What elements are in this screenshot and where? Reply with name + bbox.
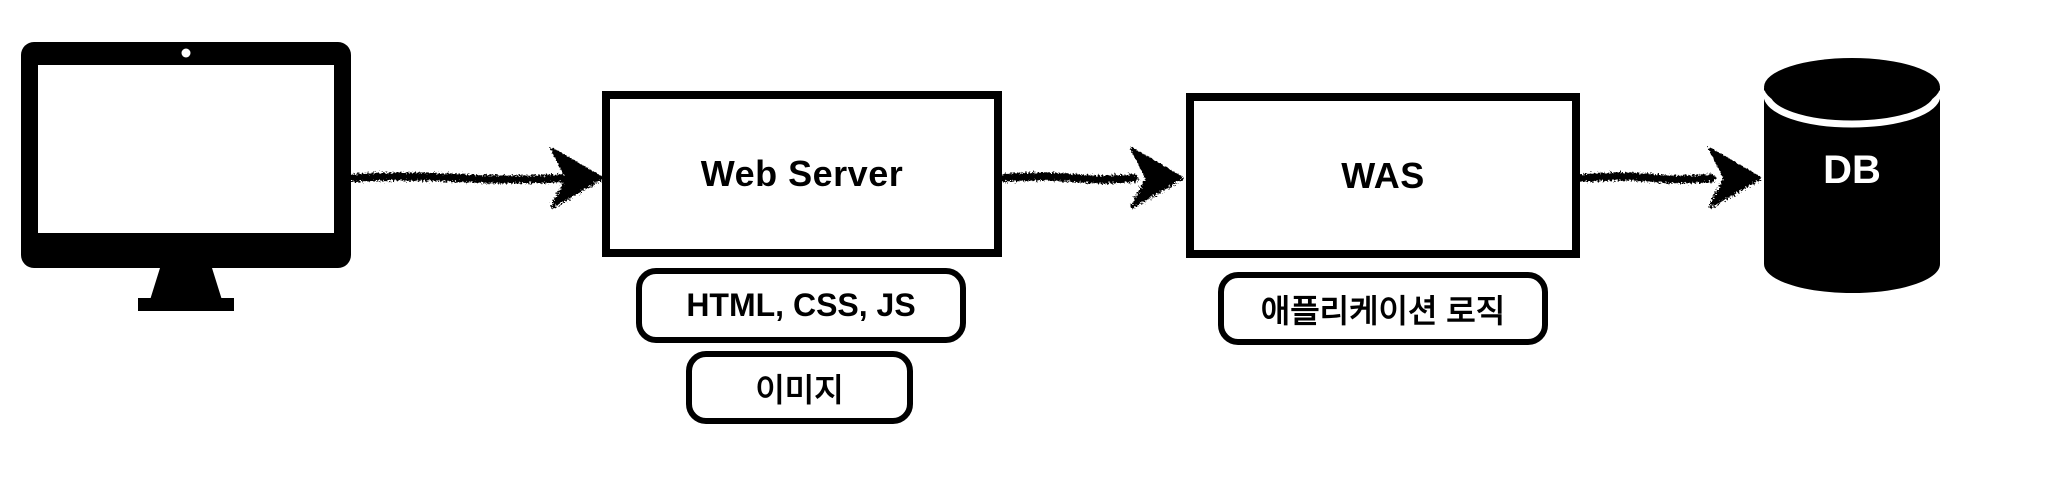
web-server-node: Web Server: [602, 91, 1002, 257]
database-cylinder-icon: [1764, 58, 1940, 293]
badge-label: 이미지: [755, 371, 844, 408]
was-node: WAS: [1186, 93, 1580, 258]
was-badge-application-logic: 애플리케이션 로직: [1218, 272, 1548, 345]
web-server-label: Web Server: [700, 153, 904, 194]
web-server-badge-image: 이미지: [686, 351, 913, 424]
badge-label: 애플리케이션 로직: [1260, 292, 1506, 329]
badge-label: HTML, CSS, JS: [686, 287, 916, 323]
was-label: WAS: [1341, 154, 1425, 196]
web-server-badge-html-css-js: HTML, CSS, JS: [636, 268, 966, 343]
arrow-was-to-db-icon: [1578, 147, 1762, 209]
desktop-monitor-icon: [21, 42, 351, 311]
arrow-webserver-to-was-icon: [1000, 147, 1184, 209]
arrow-client-to-webserver-icon: [346, 147, 604, 209]
